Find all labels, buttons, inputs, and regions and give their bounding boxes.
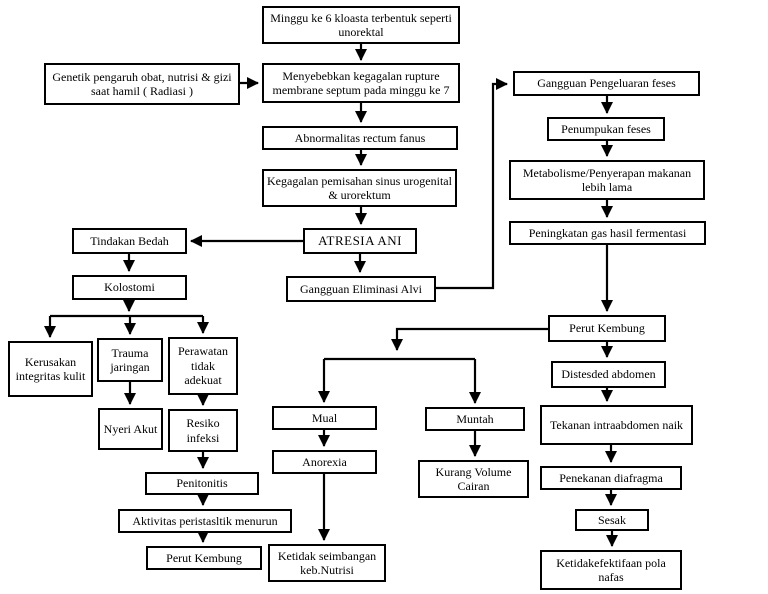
node-penumpukan-feses: Penumpukan feses: [547, 117, 665, 141]
node-gangguan-eliminasi-alvi: Gangguan Eliminasi Alvi: [286, 276, 436, 302]
node-peningkatan-gas: Peningkatan gas hasil fermentasi: [509, 221, 706, 245]
node-kerusakan-integritas-kulit: Kerusakan integritas kulit: [8, 341, 93, 397]
node-mual: Mual: [272, 406, 377, 430]
edge-eliminasi-pengeluaran: [436, 78, 508, 290]
node-tindakan-bedah: Tindakan Bedah: [72, 228, 187, 254]
node-resiko-infeksi: Resiko infeksi: [168, 409, 238, 452]
node-penekanan-diafragma: Penekanan diafragma: [540, 466, 682, 490]
node-kolostomi: Kolostomi: [72, 275, 187, 300]
node-gangguan-pengeluaran-feses: Gangguan Pengeluaran feses: [513, 71, 700, 96]
node-perut-kembung-kanan: Perut Kembung: [548, 315, 666, 342]
node-minggu6: Minggu ke 6 kloasta terbentuk seperti un…: [262, 6, 460, 44]
node-trauma-jaringan: Trauma jaringan: [97, 338, 163, 382]
node-abnormalitas: Abnormalitas rectum fanus: [262, 126, 458, 150]
node-penitonitis: Penitonitis: [145, 472, 259, 495]
node-metabolisme: Metabolisme/Penyerapan makanan lebih lam…: [509, 160, 705, 200]
node-distesded-abdomen: Distesded abdomen: [551, 361, 666, 388]
node-perut-kembung-bawah: Perut Kembung: [146, 546, 262, 570]
node-pola-nafas: Ketidakefektifaan pola nafas: [540, 550, 682, 590]
node-rupture: Menyebebkan kegagalan rupture membrane s…: [262, 63, 460, 103]
node-kurang-volume-cairan: Kurang Volume Cairan: [418, 460, 529, 498]
node-sesak: Sesak: [575, 509, 649, 531]
node-muntah: Muntah: [425, 407, 525, 431]
node-kegagalan-pemisahan: Kegagalan pemisahan sinus urogenital & u…: [262, 169, 457, 207]
node-anorexia: Anorexia: [272, 450, 377, 474]
node-aktivitas-peristaltik: Aktivitas peristasltik menurun: [118, 509, 292, 533]
edge-perutkembung-split: [391, 327, 548, 351]
node-nyeri-akut: Nyeri Akut: [98, 408, 163, 450]
node-perawatan-tidak-adekuat: Perawatan tidak adekuat: [168, 337, 238, 395]
node-keb-nutrisi: Ketidak seimbangan keb.Nutrisi: [268, 544, 386, 582]
node-atresia-ani: ATRESIA ANI: [303, 228, 417, 254]
node-genetik: Genetik pengaruh obat, nutrisi & gizi sa…: [44, 63, 240, 105]
node-tekanan-intraabdomen: Tekanan intraabdomen naik: [540, 405, 693, 445]
